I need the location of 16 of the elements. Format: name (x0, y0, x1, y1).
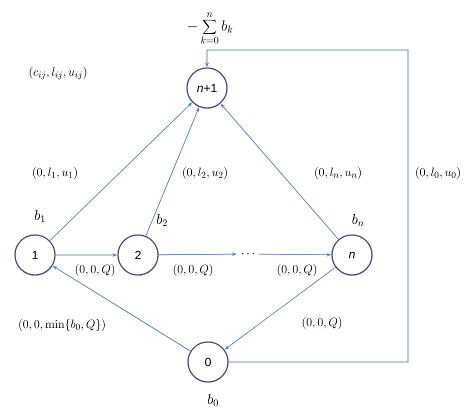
notation-label: $(c_{ij},l_{ij},u_{ij})$ (30, 66, 86, 80)
edge-label: $(0,l_1,u_1)$ (31, 166, 79, 180)
edge-label: $(0,l_0,u_0)$ (414, 166, 462, 180)
supply-label: $b_2$ (156, 214, 167, 226)
supply-label: $b_1$ (34, 210, 44, 222)
edge-label: $(0,0,Q)$ (74, 263, 116, 277)
supply-label: $b_n$ (352, 214, 364, 226)
edge-label: $(0,l_n,u_n)$ (313, 166, 363, 180)
edge-label: $(0,0,Q)$ (276, 263, 318, 277)
supply-label: $-\sum_{k=0}^{n} b_k$ (188, 12, 232, 44)
edge-label: $(0,l_2,u_2)$ (181, 166, 229, 180)
edge-label: $(0,0,Q)$ (300, 316, 344, 330)
edge-label: $(0,0,Q)$ (172, 263, 214, 277)
ellipsis-text: $\cdots$ (242, 253, 254, 254)
edge-label: $(0,0,\min\{b_0,Q\})$ (17, 318, 107, 332)
supply-label: $b_0$ (208, 394, 218, 406)
